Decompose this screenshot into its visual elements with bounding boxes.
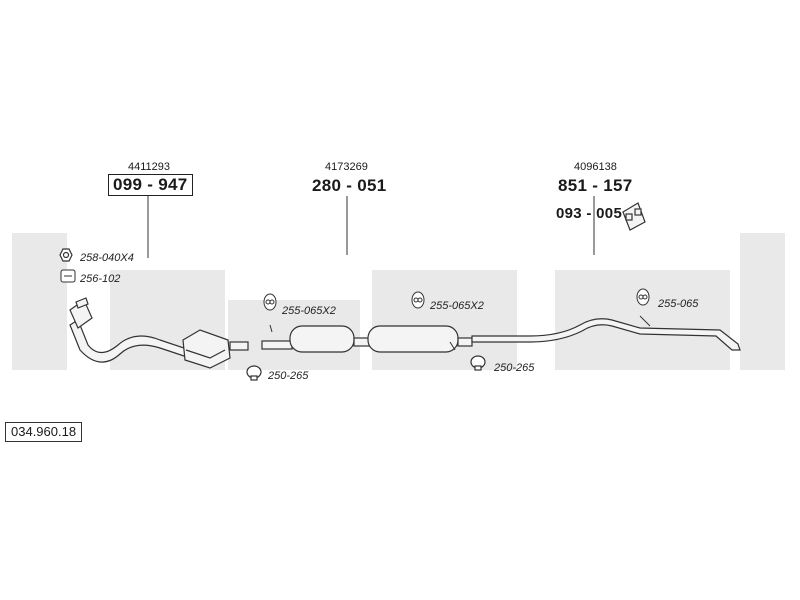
gasket-icon	[60, 269, 76, 283]
bracket-icon	[622, 202, 646, 231]
part-ref-1: 4411293	[128, 161, 171, 173]
part-number-3: 851 - 157	[558, 176, 633, 195]
clamp-label-2: 250-265	[494, 362, 535, 374]
gasket-label: 256-102	[80, 273, 121, 285]
part-number-2: 280 - 051	[312, 176, 387, 195]
catalog-number: 034.960.18	[5, 422, 83, 442]
part-ref-3: 4096138	[574, 161, 617, 173]
clamp-icon	[470, 355, 486, 371]
leader-lines	[147, 196, 595, 258]
watermark	[12, 233, 785, 370]
nut-label: 258-040X4	[80, 252, 134, 264]
clamp-label-1: 250-265	[268, 370, 309, 382]
hanger-label-2: 255-065X2	[430, 300, 484, 312]
hanger-icon	[411, 291, 425, 309]
nut-icon	[59, 248, 73, 262]
hooks	[269, 315, 651, 351]
part-ref-2: 4173269	[325, 161, 368, 173]
part-number-1: 099 - 947	[108, 174, 193, 196]
hanger-label-1: 255-065X2	[282, 305, 336, 317]
tail-pipe	[471, 318, 741, 351]
clamp-icons	[246, 355, 486, 381]
hanger-icon	[636, 288, 650, 306]
clamp-icon	[246, 365, 262, 381]
hanger-icon	[263, 293, 277, 311]
rear-muffler	[367, 325, 473, 353]
hanger-label-3: 255-065	[658, 298, 699, 310]
hanger-icons	[263, 288, 650, 311]
catalytic-converter	[182, 329, 249, 369]
extra-part-number: 093 - 005	[556, 205, 623, 222]
